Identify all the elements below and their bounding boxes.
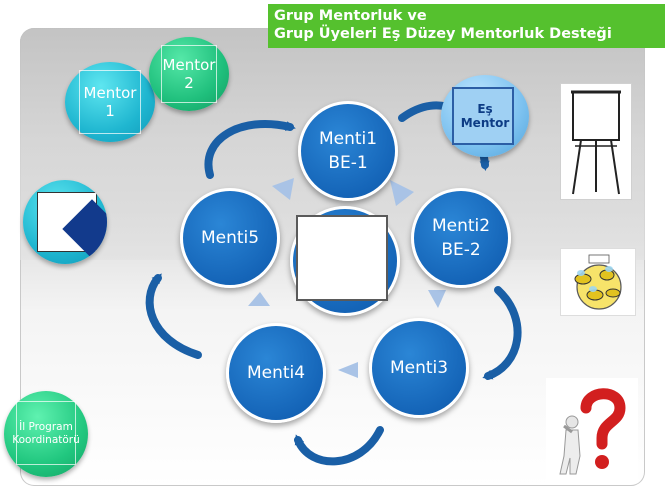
question-mark-figure-icon: [546, 378, 638, 482]
menti-1-node: Menti1 BE-1: [298, 101, 398, 201]
chevron-menti3-to-menti4: [338, 362, 358, 378]
il-program-line-2: Koordinatörü: [12, 434, 80, 446]
mentor-2-number: 2: [184, 74, 194, 92]
menti-3-label: Menti3: [389, 358, 449, 378]
center-square-image: [296, 215, 388, 301]
il-program-line-1: İl Program: [19, 421, 73, 433]
menti-4-node: Menti4: [226, 323, 326, 423]
title-line-1: Grup Mentorluk ve: [274, 8, 427, 24]
slide-title: Grup Mentorluk ve Grup Üyeleri Eş Düzey …: [268, 4, 665, 48]
menti-3-node: Menti3: [369, 318, 469, 418]
cycle-arrow-bottom: [294, 426, 384, 466]
menti-5-label: Menti5: [200, 228, 260, 248]
cycle-arrow-right: [482, 286, 522, 380]
menti-5-node: Menti5: [180, 188, 280, 288]
diamond-box-icon: [23, 180, 107, 264]
menti-2-node: Menti2 BE-2: [411, 188, 511, 288]
mentor-1-number: 1: [105, 102, 115, 120]
bees-illustration: [560, 248, 636, 316]
il-program-koordinatoru-node: İl Program Koordinatörü: [4, 391, 88, 477]
mentor-2-node: Mentor 2: [149, 37, 229, 111]
mentor-2-label: Mentor: [162, 56, 216, 74]
chevron-menti1-to-menti2: [390, 180, 414, 206]
chevron-menti5-to-menti1: [272, 178, 294, 200]
title-line-2: Grup Üyeleri Eş Düzey Mentorluk Desteği: [274, 26, 612, 42]
flipchart-icon: [560, 83, 632, 200]
menti-4-label: Menti4: [246, 363, 306, 383]
mentor-1-node: Mentor 1: [65, 62, 155, 142]
es-mentor-node: Eş Mentor: [441, 75, 529, 157]
cycle-arrow-left: [145, 273, 202, 359]
menti-1-sub: BE-1: [328, 153, 368, 173]
chevron-menti4-to-menti5: [248, 292, 270, 306]
menti-2-sub: BE-2: [441, 240, 481, 260]
menti-2-label: Menti2: [431, 216, 491, 236]
es-mentor-line-2: Mentor: [460, 116, 510, 130]
chevron-menti2-to-menti3: [428, 290, 446, 308]
es-mentor-line-1: Eş: [477, 102, 493, 116]
mentor-1-label: Mentor: [83, 84, 137, 102]
cycle-arrow-top-left: [204, 119, 296, 179]
menti-1-label: Menti1: [318, 129, 378, 149]
